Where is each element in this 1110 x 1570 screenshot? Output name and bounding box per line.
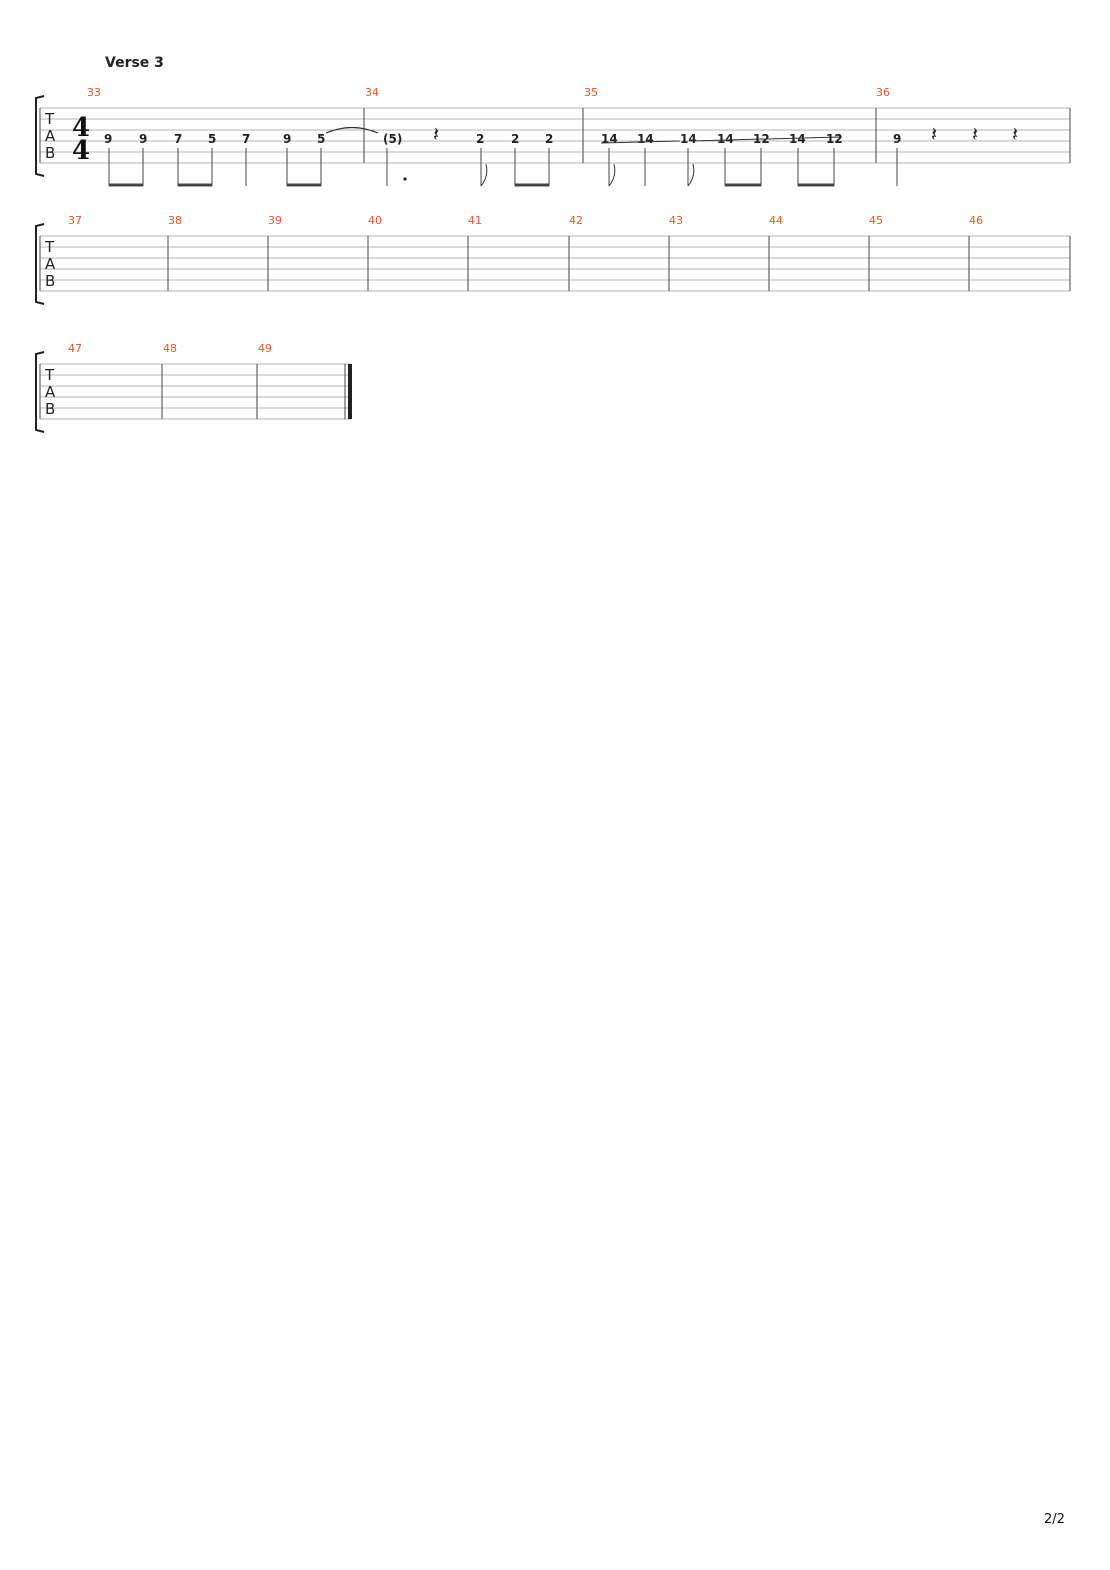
- measure-36-notes: 9 𝄽 𝄽 𝄽: [893, 122, 1018, 186]
- tab-letter-t: T: [44, 366, 55, 384]
- flag: [687, 163, 695, 187]
- system-bracket: [35, 223, 45, 305]
- dot: [403, 177, 407, 181]
- fret-number: 14: [789, 132, 806, 146]
- measure-number: 47: [68, 342, 82, 355]
- measure-number: 48: [163, 342, 177, 355]
- fret-number: 9: [139, 132, 147, 146]
- time-signature-bottom: 4: [72, 136, 90, 166]
- measure-34-notes: (5) 𝄽 2 2 2: [383, 122, 553, 187]
- tab-letter-a: A: [45, 383, 56, 401]
- tab-letter-b: B: [45, 272, 55, 290]
- fret-number: (5): [383, 132, 402, 146]
- slide-line: [600, 140, 681, 144]
- measure-number: 35: [584, 86, 598, 99]
- fret-number: 2: [476, 132, 484, 146]
- measure-number: 44: [769, 214, 783, 227]
- flag: [480, 163, 488, 187]
- staff-lines: [40, 363, 351, 420]
- flag: [608, 163, 616, 187]
- fret-number: 14: [680, 132, 697, 146]
- quarter-rest-icon: 𝄽: [931, 122, 937, 146]
- fret-number: 9: [893, 132, 901, 146]
- measure-number: 45: [869, 214, 883, 227]
- system-bracket: [35, 95, 45, 177]
- measure-number: 43: [669, 214, 683, 227]
- system-bracket: [35, 351, 45, 433]
- final-barline-thick: [348, 364, 352, 419]
- measure-33-notes: 9 9 7 5 7 9 5: [104, 126, 379, 187]
- system-2: T A B 37 38 39 40 41 42 43 44 45 46: [35, 214, 1071, 305]
- tab-letter-a: A: [45, 127, 56, 145]
- measure-number: 34: [365, 86, 379, 99]
- fret-number: 7: [242, 132, 250, 146]
- measure-number: 36: [876, 86, 890, 99]
- quarter-rest-icon: 𝄽: [972, 122, 978, 146]
- quarter-rest-icon: 𝄽: [433, 122, 439, 146]
- fret-number: 2: [545, 132, 553, 146]
- tab-letter-b: B: [45, 144, 55, 162]
- measure-number: 40: [368, 214, 382, 227]
- tab-letter-t: T: [44, 110, 55, 128]
- fret-number: 14: [601, 132, 618, 146]
- fret-number: 2: [511, 132, 519, 146]
- fret-number: 5: [208, 132, 216, 146]
- measure-35-notes: 14 14 14 14 12 14 12: [600, 132, 843, 187]
- tie-arc: [325, 126, 379, 134]
- staff-lines: [40, 235, 1070, 292]
- fret-number: 14: [717, 132, 734, 146]
- tab-letter-t: T: [44, 238, 55, 256]
- measure-number: 41: [468, 214, 482, 227]
- tab-letter-a: A: [45, 255, 56, 273]
- fret-number: 12: [826, 132, 843, 146]
- tab-letter-b: B: [45, 400, 55, 418]
- slide-line: [689, 136, 841, 142]
- fret-number: 9: [104, 132, 112, 146]
- system-3: T A B 47 48 49: [35, 342, 352, 433]
- measure-number: 42: [569, 214, 583, 227]
- section-label: Verse 3: [105, 55, 164, 71]
- system-1: T A B 4 4 33 34 35 36 9 9 7 5 7 9 5: [35, 86, 1071, 187]
- measure-number: 33: [87, 86, 101, 99]
- time-signature-top: 4: [72, 113, 90, 143]
- staff-lines: [40, 107, 1070, 164]
- measure-number: 46: [969, 214, 983, 227]
- measure-number: 38: [168, 214, 182, 227]
- quarter-rest-icon: 𝄽: [1012, 122, 1018, 146]
- measure-number: 37: [68, 214, 82, 227]
- measure-number: 39: [268, 214, 282, 227]
- fret-number: 14: [637, 132, 654, 146]
- page-indicator: 2/2: [1044, 1512, 1065, 1527]
- fret-number: 7: [174, 132, 182, 146]
- measure-number: 49: [258, 342, 272, 355]
- fret-number: 9: [283, 132, 291, 146]
- fret-number: 5: [317, 132, 325, 146]
